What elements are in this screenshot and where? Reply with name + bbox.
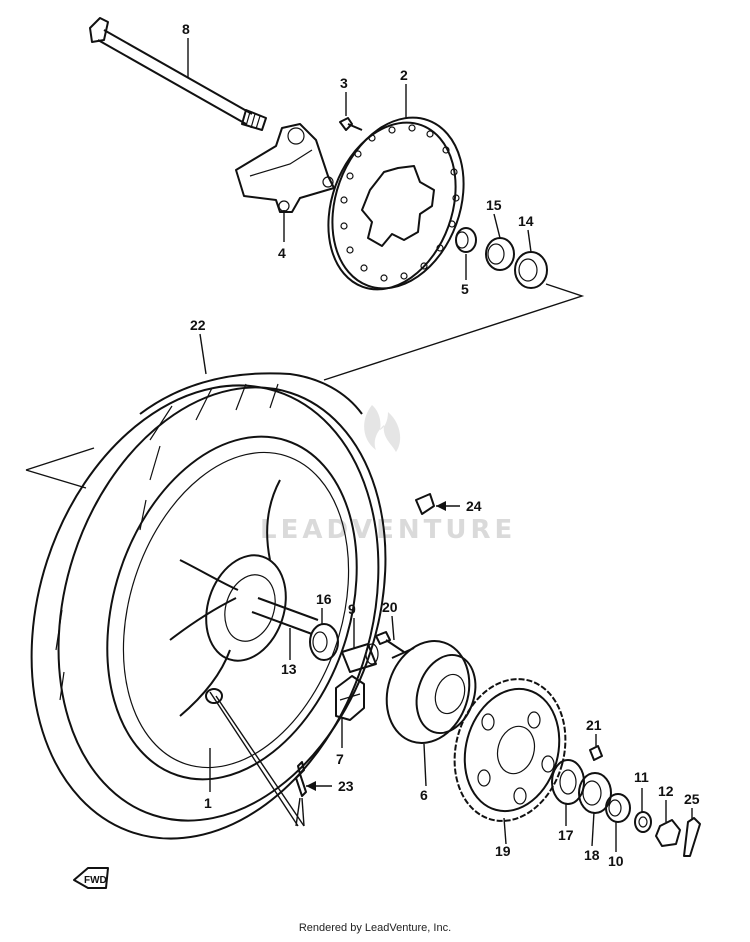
sprocket-bearing-part[interactable] [551, 759, 585, 805]
callout-15: 15 [486, 197, 502, 213]
callout-20: 20 [382, 599, 398, 615]
callout-10: 10 [608, 853, 624, 869]
watermark: LEADVENTURE [260, 405, 516, 545]
exploded-guide-line-2 [25, 469, 87, 489]
sprocket-nut-part[interactable] [589, 745, 603, 761]
exploded-guide-line [323, 283, 585, 381]
sprocket-oil-seal-part[interactable] [578, 772, 612, 814]
callout-5: 5 [461, 281, 469, 297]
damper-part[interactable] [335, 675, 365, 721]
callout-labels: 8 2 3 4 5 15 14 22 1 16 9 20 13 7 6 19 1… [182, 21, 700, 869]
callout-6: 6 [420, 787, 428, 803]
callout-22: 22 [190, 317, 206, 333]
callout-7: 7 [336, 751, 344, 767]
callout-11: 11 [634, 769, 649, 785]
outer-spacer-part[interactable] [605, 793, 631, 823]
callout-19: 19 [495, 843, 511, 859]
oil-seal-part[interactable] [485, 237, 515, 271]
callout-13: 13 [281, 661, 297, 677]
watermark-text: LEADVENTURE [260, 515, 516, 545]
callout-24: 24 [466, 498, 482, 514]
exploded-guide-line-3 [25, 447, 95, 471]
callout-8: 8 [182, 21, 190, 37]
callout-25: 25 [684, 791, 700, 807]
axle-nut-part[interactable] [655, 819, 681, 847]
callout-18: 18 [584, 847, 600, 863]
sprocket-drum-part[interactable] [374, 630, 485, 754]
callout-21: 21 [586, 717, 602, 733]
arrow-23 [306, 781, 316, 791]
callout-3: 3 [340, 75, 348, 91]
leader-lines [187, 38, 693, 852]
callout-14: 14 [518, 213, 534, 229]
callout-2: 2 [400, 67, 408, 83]
sprocket-bolt-part[interactable] [375, 631, 405, 653]
hub-bearing-part[interactable] [309, 623, 339, 661]
caliper-bracket-part[interactable] [235, 123, 335, 213]
hub-shaft-part[interactable] [251, 597, 319, 635]
callout-12: 12 [658, 783, 674, 799]
footer-credit: Rendered by LeadVenture, Inc. [298, 922, 452, 934]
callout-17: 17 [558, 827, 574, 843]
disc-bolt-part[interactable] [339, 117, 363, 131]
valve-part[interactable] [295, 761, 307, 797]
callout-4: 4 [278, 245, 286, 261]
callout-23: 23 [338, 778, 354, 794]
sprocket-part[interactable] [439, 666, 581, 833]
cotter-pin-part[interactable] [683, 817, 701, 857]
balance-weight-part[interactable] [415, 493, 435, 515]
callout-16: 16 [316, 591, 332, 607]
fwd-label: FWD [84, 875, 107, 886]
axle-part[interactable] [89, 17, 267, 131]
spacer-part[interactable] [455, 227, 477, 253]
washer-part[interactable] [634, 811, 652, 833]
callout-9: 9 [348, 601, 356, 617]
callout-1: 1 [204, 795, 212, 811]
brake-disc-part[interactable] [306, 99, 486, 307]
collar-part[interactable] [341, 643, 379, 673]
fwd-indicator: FWD [73, 867, 109, 889]
arrow-24 [436, 501, 446, 511]
bearing-part[interactable] [514, 251, 548, 289]
